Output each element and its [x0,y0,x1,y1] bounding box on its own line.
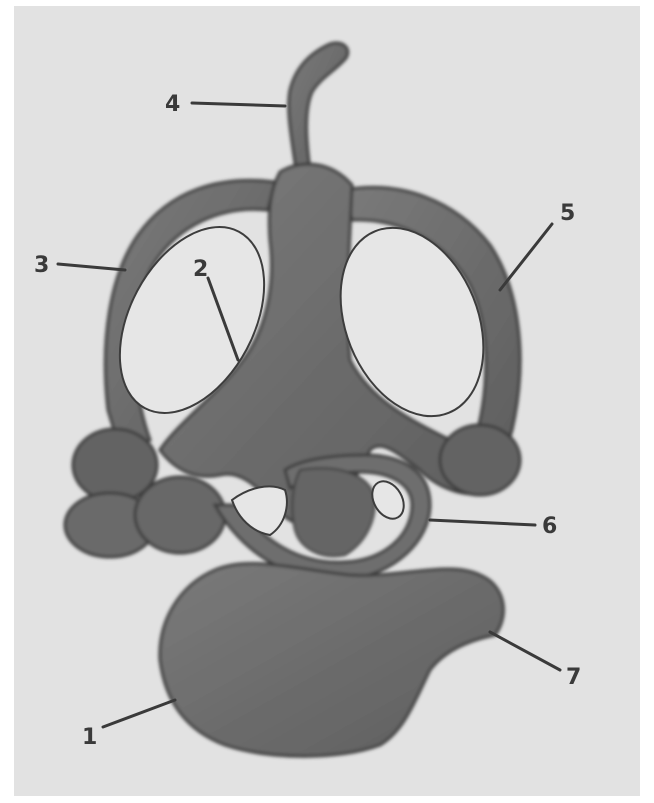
label-2: 2 [193,257,208,282]
label-1: 1 [82,725,97,750]
right-ampulla [440,425,520,495]
label-6: 6 [542,514,557,539]
label-3: 3 [34,253,49,278]
left-ampulla-mid [135,477,225,553]
label-4: 4 [165,92,180,117]
label-5: 5 [560,201,575,226]
label-7: 7 [566,665,581,690]
